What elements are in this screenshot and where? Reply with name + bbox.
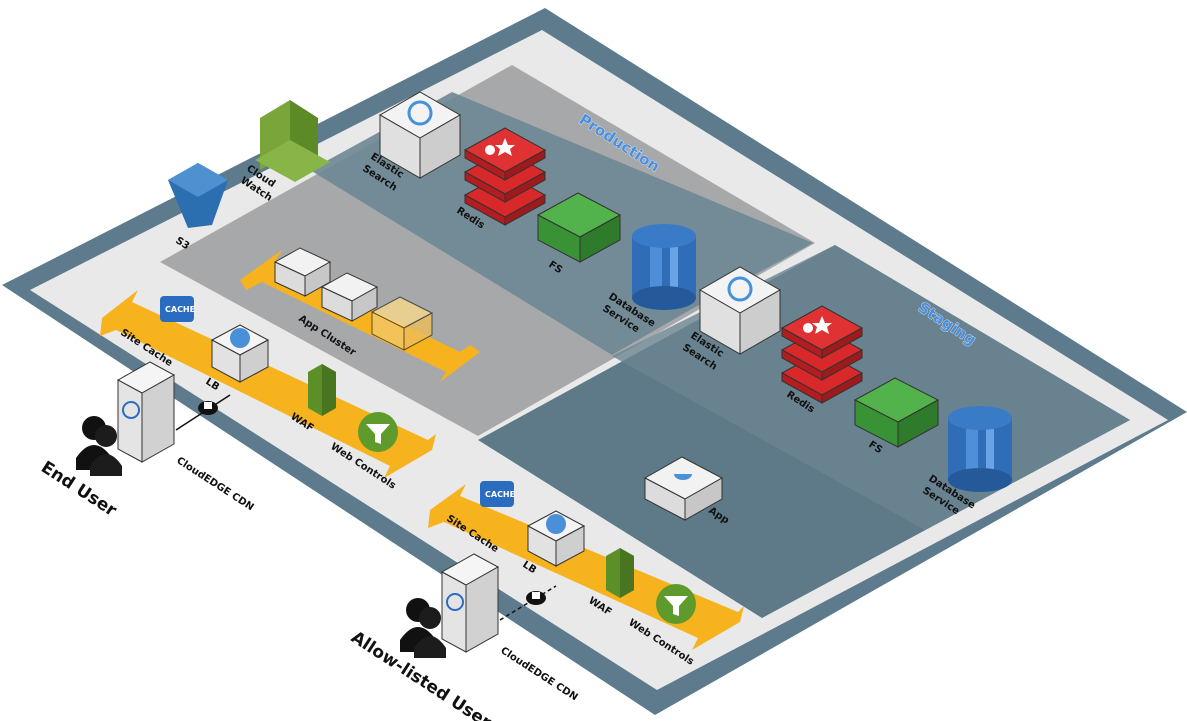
docker-icon bbox=[273, 247, 332, 297]
load-balancer-icon bbox=[210, 324, 270, 383]
filter-icon bbox=[656, 584, 696, 624]
lock-icon bbox=[526, 591, 546, 605]
redis-icon bbox=[463, 127, 547, 226]
s3-bucket-icon bbox=[168, 163, 228, 228]
elastic-search-icon bbox=[378, 91, 462, 179]
cdn-server-icon bbox=[440, 553, 500, 653]
fs-icon bbox=[536, 192, 622, 263]
cache-badge: CACHE bbox=[480, 481, 515, 507]
redis-icon bbox=[780, 305, 864, 404]
filter-icon bbox=[358, 412, 398, 452]
docker-icon bbox=[643, 456, 724, 521]
cloudwatch-icon bbox=[255, 100, 330, 182]
user-icon bbox=[76, 416, 122, 476]
database-icon bbox=[948, 406, 1012, 492]
waf-icon bbox=[308, 364, 336, 416]
user-icon bbox=[400, 598, 446, 658]
private-connection-line bbox=[499, 585, 557, 621]
load-balancer-icon bbox=[526, 510, 586, 567]
private-cache-badge-text: CACHE bbox=[485, 490, 515, 499]
elastic-search-icon bbox=[698, 266, 782, 355]
lock-icon bbox=[198, 401, 218, 415]
cache-badge-text: CACHE bbox=[165, 305, 195, 314]
database-icon bbox=[632, 224, 696, 310]
public-cdn-label: CloudEDGE CDN bbox=[174, 455, 255, 513]
docker-icon bbox=[370, 296, 434, 351]
cdn-server-icon bbox=[116, 361, 176, 463]
docker-icon bbox=[320, 272, 379, 322]
cache-badge: CACHE bbox=[160, 296, 195, 322]
fs-icon bbox=[853, 377, 940, 448]
waf-icon bbox=[606, 548, 634, 598]
edge-band-public bbox=[100, 290, 436, 478]
